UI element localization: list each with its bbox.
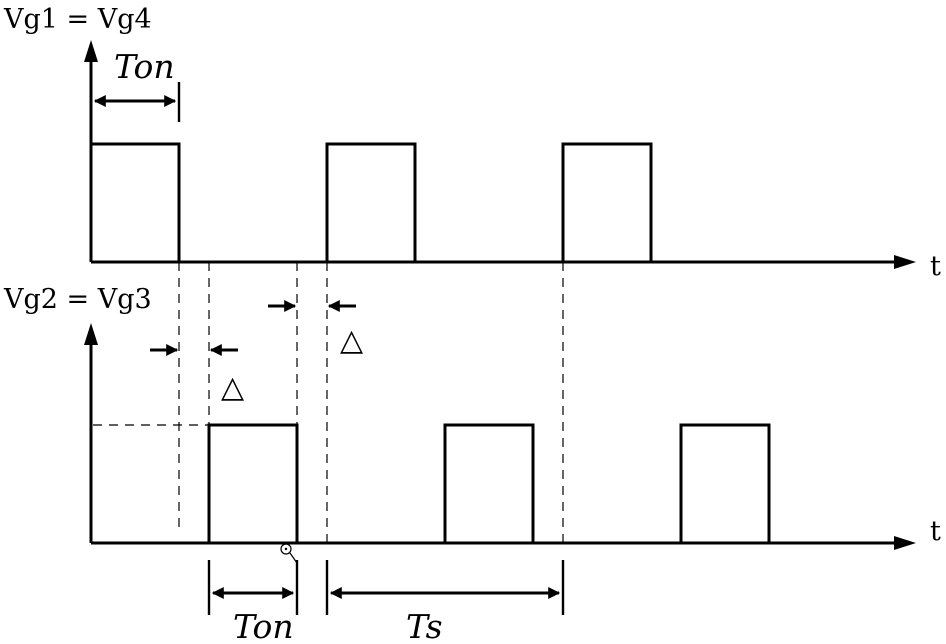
top-time-label: t <box>930 251 941 282</box>
top-time-axis-arrow <box>894 255 916 269</box>
top-waveform <box>89 142 653 264</box>
bottom-time-axis-arrow <box>894 536 916 550</box>
top-signal-label: Vg1 = Vg4 <box>3 4 152 35</box>
ts-label: Ts <box>406 607 443 644</box>
deadtime-1-delta-symbol: △ <box>221 370 244 405</box>
bottom-time-label: t <box>930 516 941 547</box>
top-y-axis-arrow <box>84 40 98 62</box>
ton-top-label: Ton <box>114 47 175 86</box>
deadtime-2-delta-symbol: △ <box>340 323 363 358</box>
bottom-waveform <box>91 423 880 545</box>
bottom-signal-label: Vg2 = Vg3 <box>3 284 152 315</box>
probe-marker-icon <box>280 543 298 564</box>
bottom-y-axis-arrow <box>84 323 98 345</box>
ton-bottom-label: Ton <box>233 607 294 644</box>
